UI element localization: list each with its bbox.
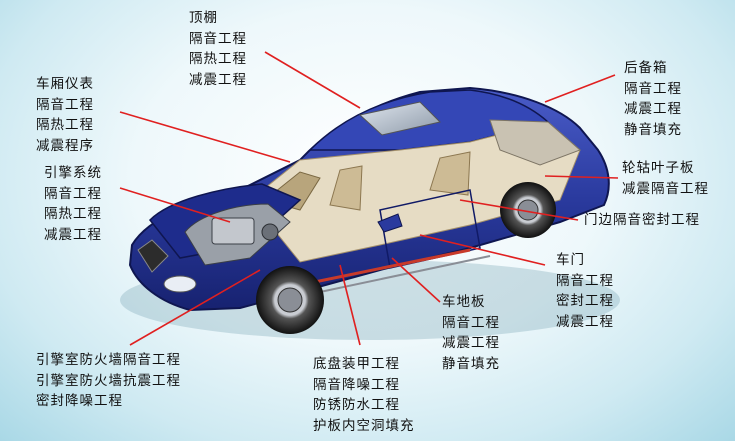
trunk-interior: [489, 119, 581, 166]
callout-floor: 车地板 隔音工程 减震工程 静音填充: [442, 292, 500, 374]
callout-trunk-line-2: 减震工程: [624, 101, 682, 117]
callout-wheel-fender-line-1: 减震隔音工程: [622, 180, 709, 197]
callout-firewall-line-1: 引擎室防火墙抗震工程: [36, 372, 181, 389]
callout-firewall-line-2: 密封降噪工程: [36, 393, 123, 409]
callout-roof-line-1: 隔音工程: [189, 30, 247, 47]
leader-lines: [119, 51, 619, 346]
callout-dashboard-line-1: 隔音工程: [36, 96, 94, 113]
leader-line-firewall: [129, 269, 261, 346]
headlight: [163, 275, 197, 293]
callout-wheel-fender-title: 轮轱叶子板: [622, 160, 695, 176]
callout-door-edge: 门边隔音密封工程: [584, 210, 700, 231]
callout-floor-line-2: 减震工程: [442, 335, 500, 351]
leader-line-floor: [391, 257, 441, 303]
callout-dashboard-line-2: 隔热工程: [36, 117, 94, 133]
callout-door-line-2: 密封工程: [556, 293, 614, 309]
callout-dashboard-line-3: 减震程序: [36, 137, 94, 154]
callout-dashboard-title: 车厢仪表: [36, 76, 94, 92]
front-wheel: [256, 266, 324, 334]
leader-line-door-edge: [459, 199, 579, 221]
callout-chassis-line-3: 护板内空洞填充: [313, 417, 415, 434]
engine-block: [211, 217, 255, 245]
callout-engine-line-3: 减震工程: [44, 226, 102, 243]
callout-engine-line-1: 隔音工程: [44, 185, 102, 202]
callout-trunk-line-1: 隔音工程: [624, 80, 682, 97]
callout-roof: 顶棚 隔音工程 隔热工程 减震工程: [189, 8, 247, 90]
underbody-line-2: [319, 255, 491, 293]
leader-line-engine: [119, 187, 231, 223]
callout-door-edge-title: 门边隔音密封工程: [584, 212, 700, 228]
engine-part: [261, 223, 279, 241]
leader-line-chassis: [339, 264, 361, 346]
callout-engine-line-2: 隔热工程: [44, 206, 102, 222]
callout-chassis-line-2: 防锈防水工程: [313, 397, 400, 413]
callout-firewall: 引擎室防火墙隔音工程 引擎室防火墙抗震工程 密封降噪工程: [36, 350, 181, 412]
callout-floor-line-3: 静音填充: [442, 355, 500, 372]
callout-dashboard: 车厢仪表 隔音工程 隔热工程 减震程序: [36, 74, 94, 156]
side-mirror: [377, 213, 403, 233]
callout-chassis: 底盘装甲工程 隔音降噪工程 防锈防水工程 护板内空洞填充: [313, 354, 415, 436]
callout-engine: 引擎系统 隔音工程 隔热工程 减震工程: [44, 163, 102, 245]
leader-line-dashboard: [119, 111, 291, 163]
callout-trunk-title: 后备箱: [624, 60, 668, 76]
car-illustration: [120, 86, 620, 340]
callout-door: 车门 隔音工程 密封工程 减震工程: [556, 250, 614, 332]
callout-wheel-fender: 轮轱叶子板 减震隔音工程: [622, 158, 709, 199]
callout-roof-line-3: 减震工程: [189, 71, 247, 88]
leader-line-trunk: [544, 74, 616, 103]
door-panel: [379, 189, 481, 269]
callout-chassis-title: 底盘装甲工程: [313, 356, 400, 372]
callout-trunk: 后备箱 隔音工程 减震工程 静音填充: [624, 58, 682, 140]
leader-line-wheel-fender: [544, 175, 619, 179]
leader-line-door: [419, 234, 546, 266]
callout-roof-line-2: 隔热工程: [189, 51, 247, 67]
front-grille: [137, 239, 169, 273]
callout-firewall-title: 引擎室防火墙隔音工程: [36, 352, 181, 368]
callout-roof-title: 顶棚: [189, 10, 218, 26]
callout-floor-line-1: 隔音工程: [442, 314, 500, 331]
callout-door-title: 车门: [556, 252, 585, 268]
callout-engine-title: 引擎系统: [44, 165, 102, 181]
callout-trunk-line-3: 静音填充: [624, 121, 682, 138]
callout-door-line-3: 减震工程: [556, 313, 614, 330]
leader-line-roof: [264, 51, 361, 109]
front-seat: [329, 165, 363, 211]
callout-door-line-1: 隔音工程: [556, 272, 614, 289]
underbody-line: [299, 248, 471, 287]
sunroof: [358, 101, 441, 136]
rear-wheel: [500, 182, 556, 238]
callout-floor-title: 车地板: [442, 294, 486, 310]
callout-chassis-line-1: 隔音降噪工程: [313, 376, 400, 393]
